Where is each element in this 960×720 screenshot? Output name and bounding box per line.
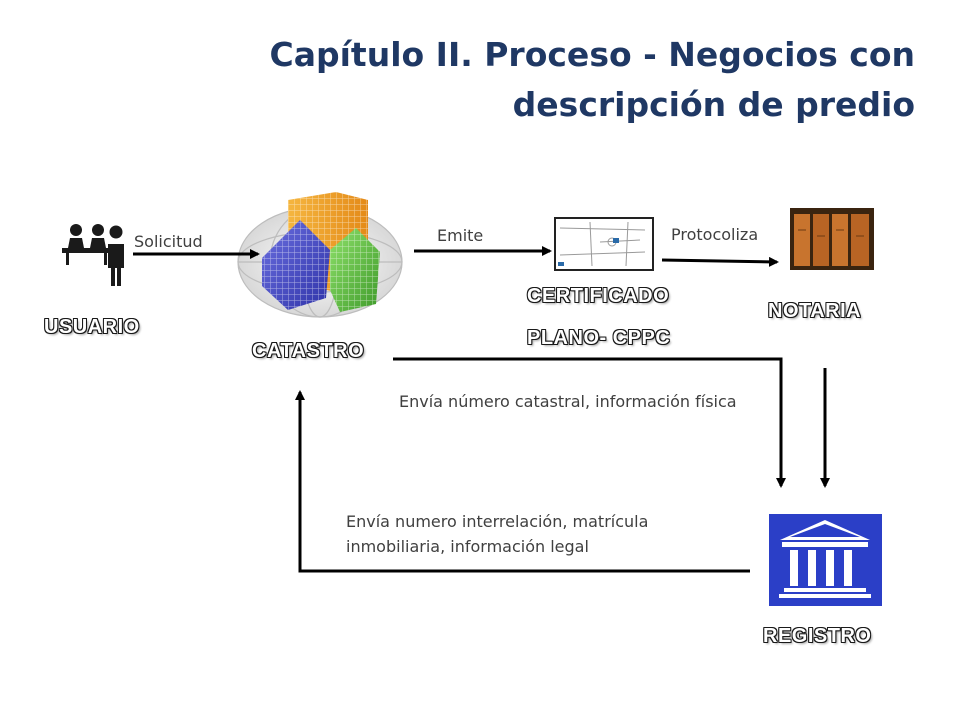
page-title: Capítulo II. Proceso - Negocios con desc… bbox=[215, 30, 916, 130]
node-registro-label: REGISTRO bbox=[763, 625, 872, 647]
edge-label-protocoliza: Protocoliza bbox=[671, 225, 759, 244]
arrow-protocoliza bbox=[661, 256, 779, 267]
arrow-registro-to-catastro bbox=[295, 390, 750, 573]
people-at-desk-icon bbox=[62, 224, 124, 286]
node-plano-label: PLANO- CPPC bbox=[527, 327, 671, 349]
node-catastro-label: CATASTRO bbox=[252, 340, 365, 362]
edge-label-emite: Emite bbox=[437, 226, 484, 245]
node-notaria-label: NOTARIA bbox=[768, 300, 862, 322]
map-plan-icon bbox=[554, 217, 654, 271]
file-drawers-icon bbox=[790, 208, 874, 270]
arrow-catastro-to-registro bbox=[393, 357, 786, 488]
buildings-globe-icon bbox=[237, 192, 403, 318]
edge-label-envia-interrelacion: Envía numero interrelación, matrícula in… bbox=[346, 512, 649, 556]
node-certificado-label: CERTIFICADO bbox=[527, 285, 670, 307]
edge-label-envia-catastral: Envía número catastral, información físi… bbox=[399, 392, 737, 411]
page-title-line-2: descripción de predio bbox=[512, 85, 915, 124]
page-title-line-1: Capítulo II. Proceso - Negocios con bbox=[269, 35, 916, 74]
edge-label-solicitud: Solicitud bbox=[134, 232, 203, 251]
government-building-icon bbox=[769, 514, 882, 606]
node-usuario-label: USUARIO bbox=[44, 316, 140, 338]
